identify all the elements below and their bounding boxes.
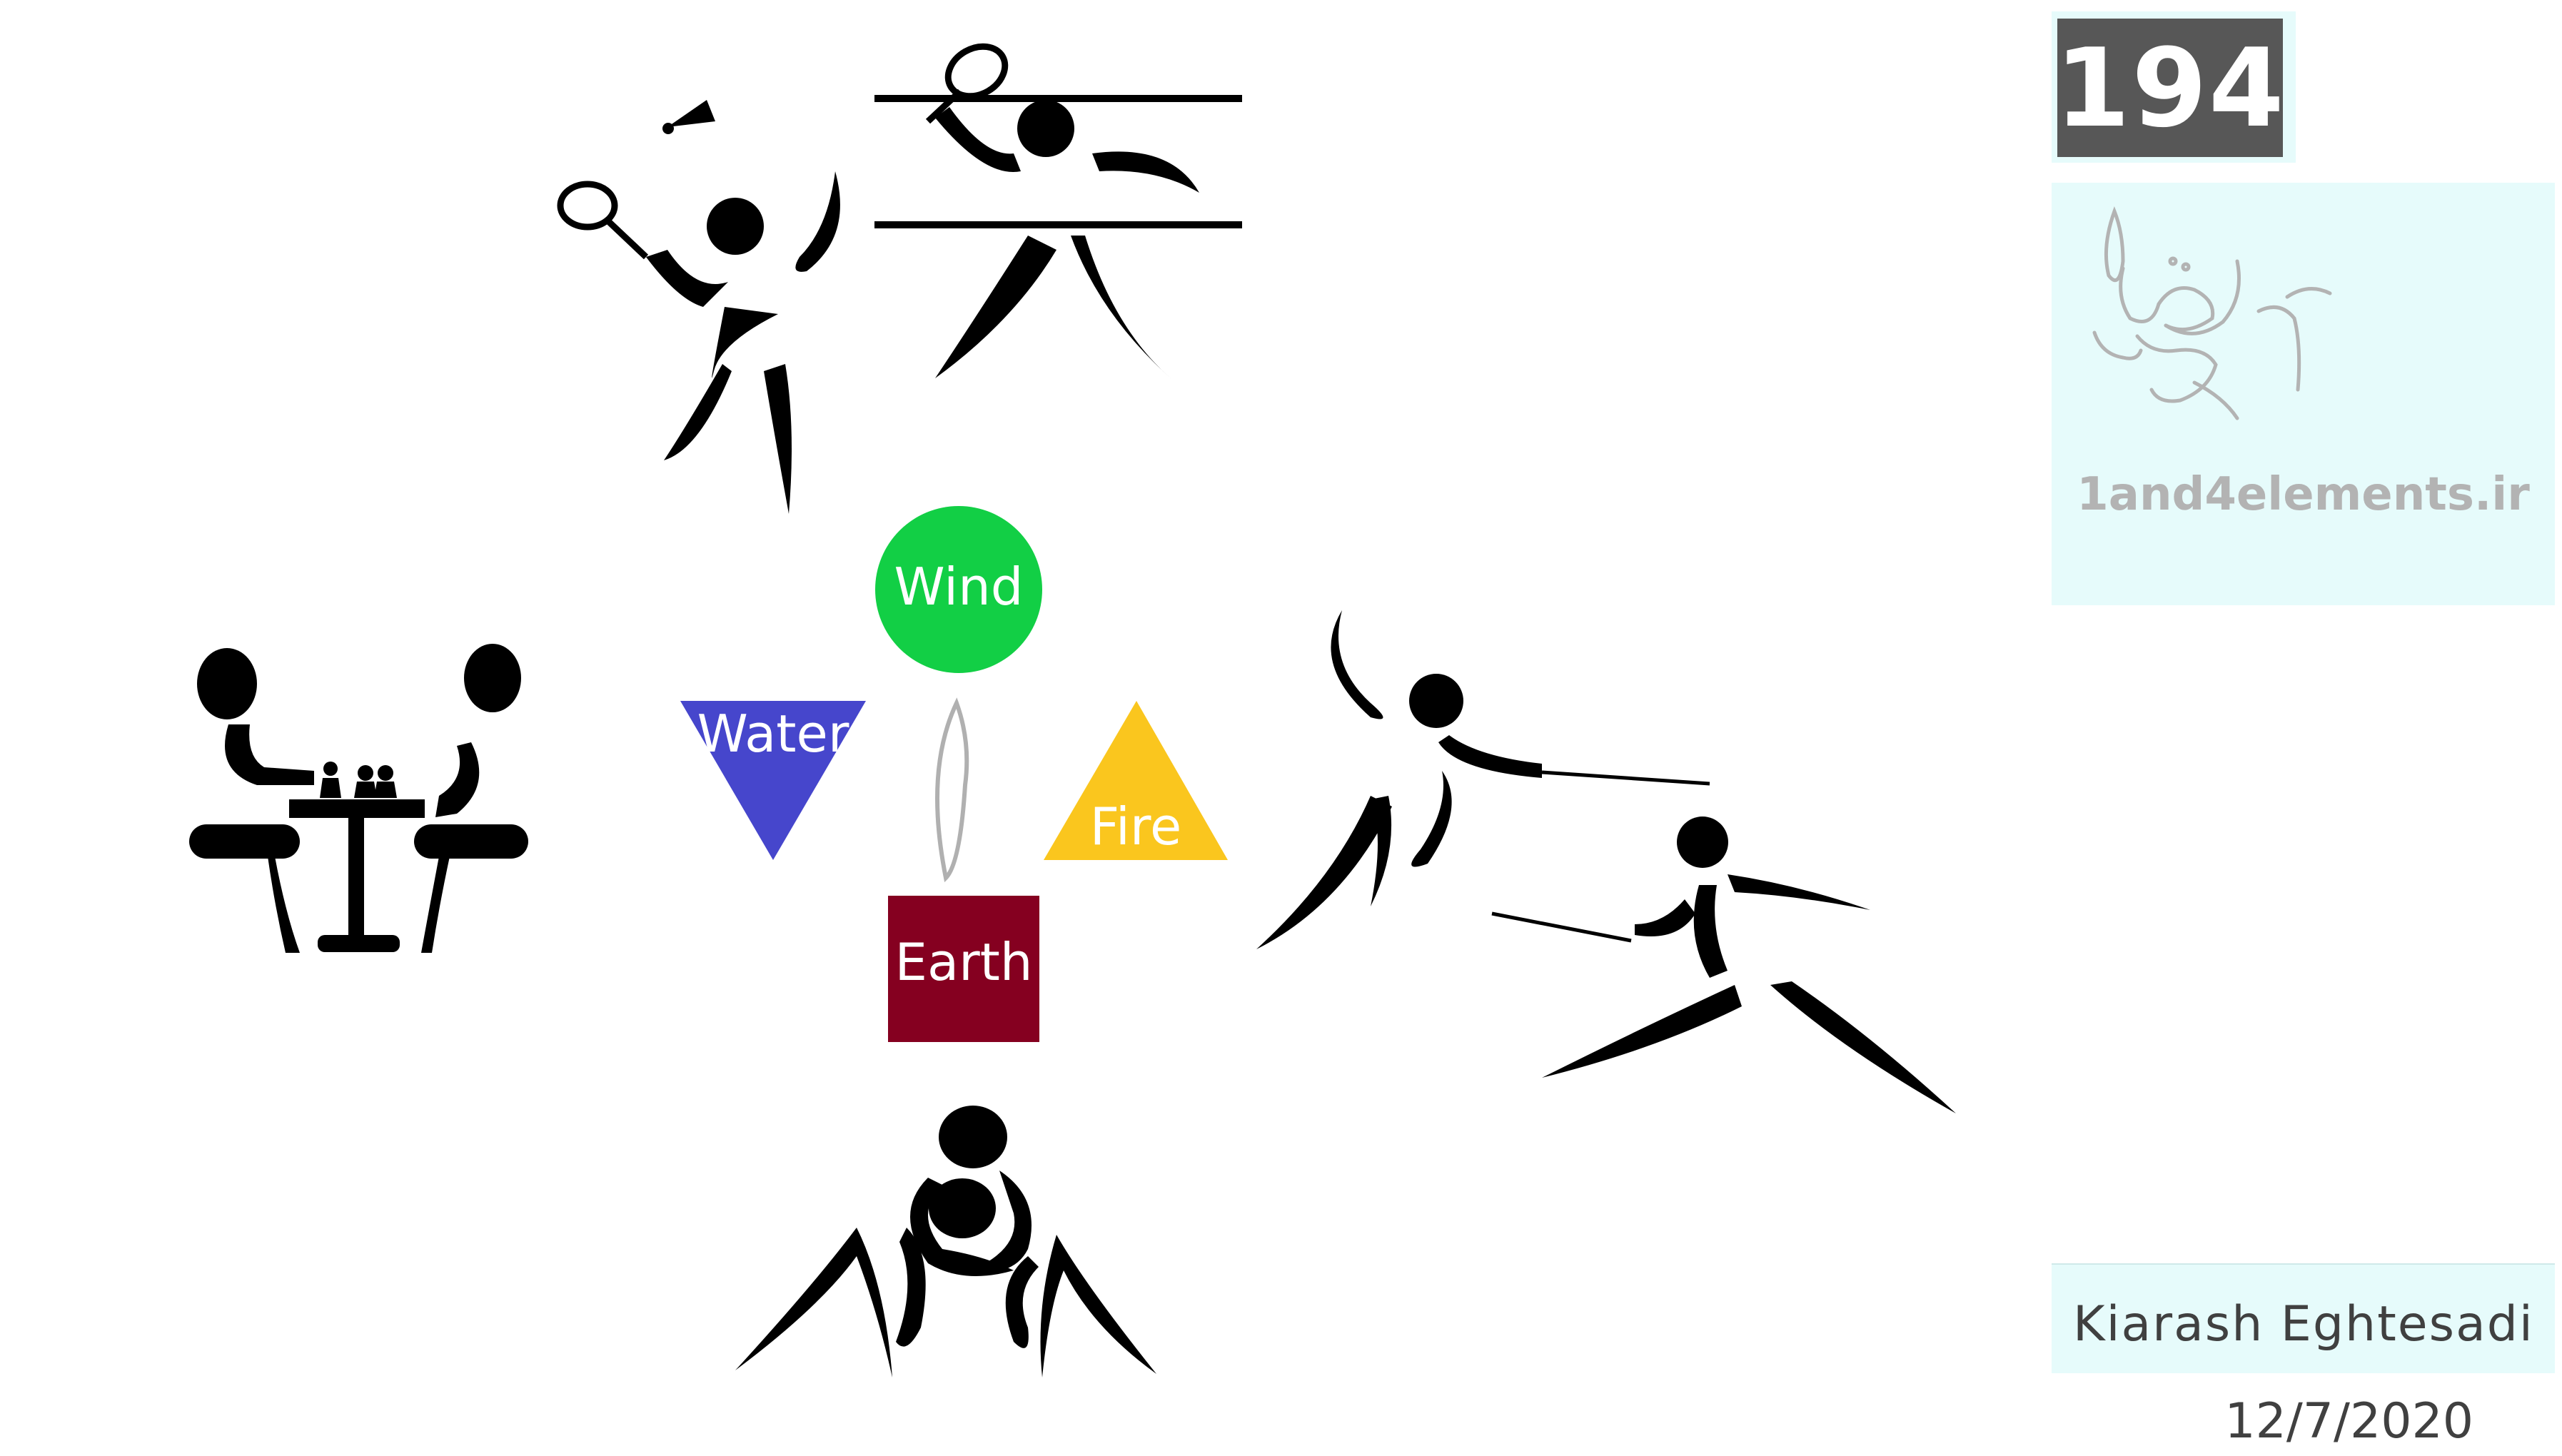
author-box: Kiarash Eghtesadi: [2052, 1263, 2555, 1373]
site-url: 1and4elements.ir: [2077, 468, 2530, 521]
badminton-icon: [557, 43, 1242, 514]
earth-label: Earth: [894, 932, 1033, 992]
flame-outline-icon: [935, 697, 969, 883]
wind-circle: [875, 506, 1042, 673]
date-text: 12/7/2020: [2224, 1393, 2473, 1450]
earth-square: [888, 896, 1039, 1042]
chess-icon: [189, 644, 528, 953]
fencing-icon: [1256, 610, 1956, 1113]
fire-triangle: [1044, 701, 1228, 860]
logo-box: 1and4elements.ir: [2052, 183, 2555, 605]
slide-number-badge: 194: [2052, 11, 2296, 163]
fire-label: Fire: [1089, 797, 1182, 856]
wind-label: Wind: [894, 557, 1024, 617]
wrestling-icon: [735, 1106, 1156, 1377]
slide-number: 194: [2054, 19, 2284, 157]
water-label: Water: [697, 704, 849, 764]
logo-calligraphy-icon: [2092, 206, 2332, 420]
water-triangle: [680, 701, 866, 860]
author-name: Kiarash Eghtesadi: [2073, 1296, 2534, 1353]
